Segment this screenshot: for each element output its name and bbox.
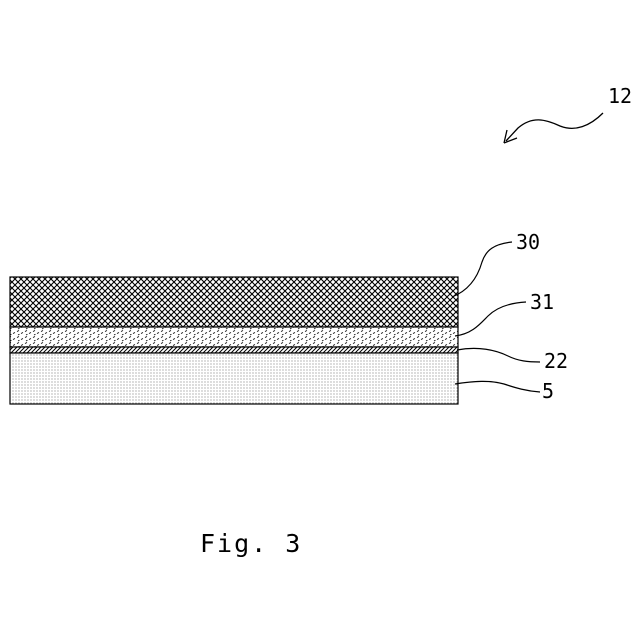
layer-stack xyxy=(10,277,458,404)
assembly-reference: 12 xyxy=(504,84,632,143)
layer-30 xyxy=(10,277,458,327)
label-layer-31: 31 xyxy=(530,290,554,314)
leader-lines xyxy=(452,242,540,392)
layer-22 xyxy=(10,347,458,353)
leader-line-22 xyxy=(457,348,540,362)
layer-31 xyxy=(10,327,458,347)
layer-5 xyxy=(10,353,458,404)
label-layer-5: 5 xyxy=(542,379,554,403)
assembly-label: 12 xyxy=(608,84,632,108)
leader-line-30 xyxy=(452,242,512,297)
figure-caption: Fig. 3 xyxy=(200,529,302,558)
leader-line-31 xyxy=(455,302,526,336)
leader-line-5 xyxy=(455,381,540,392)
label-layer-30: 30 xyxy=(516,230,540,254)
label-layer-22: 22 xyxy=(544,349,568,373)
assembly-leader-line xyxy=(506,113,603,141)
